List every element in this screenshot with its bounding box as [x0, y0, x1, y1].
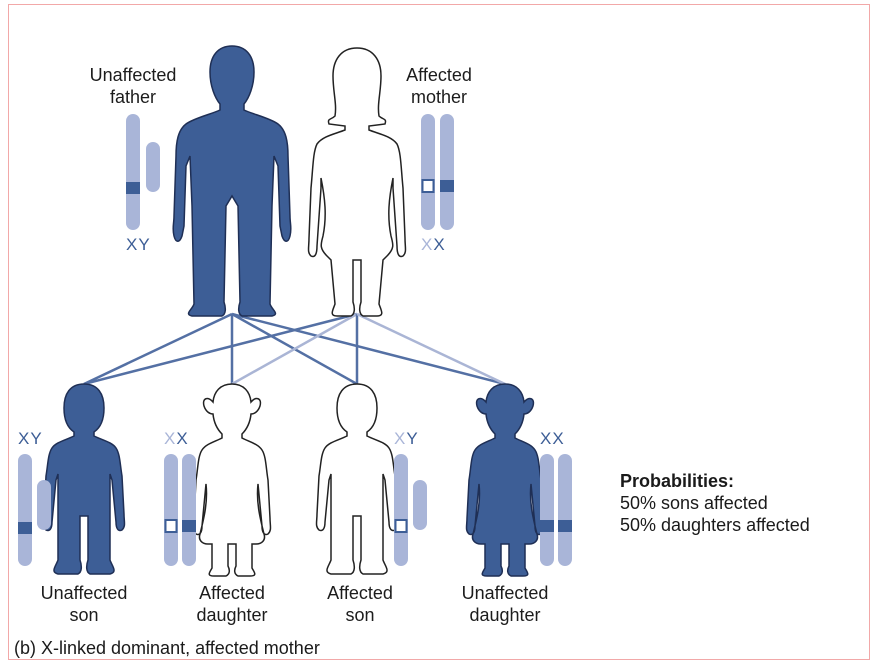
father-figure	[172, 45, 292, 317]
line-father-daughter2	[231, 312, 506, 386]
child1-c2-letter: Y	[30, 429, 43, 448]
father-x-letter: X	[126, 235, 139, 254]
mother-label-line2: mother	[410, 87, 468, 107]
child2-label-line1: Affected	[199, 583, 265, 603]
child2-chromosome-labels: XX	[164, 430, 189, 448]
mother-x1-letter: X	[421, 235, 434, 254]
child2-chromosomes	[164, 454, 196, 566]
mother-chromosome-labels: XX	[421, 236, 446, 254]
line-mother-son1	[83, 312, 358, 386]
line-mother-daughter1	[231, 312, 358, 386]
child1-c1-letter: X	[18, 429, 31, 448]
father-y-letter: Y	[138, 235, 151, 254]
child1-chromosome-labels: XY	[18, 430, 43, 448]
child1-label-line1: Unaffected	[40, 583, 128, 603]
father-label-line2: father	[109, 87, 157, 107]
line-father-son1	[83, 312, 233, 386]
mother-label-line1: Affected	[406, 65, 472, 85]
mother-chromosomes	[421, 114, 454, 230]
child2-c1-letter: X	[164, 429, 177, 448]
child1-label: Unaffected son	[29, 582, 139, 626]
figure-frame	[8, 4, 870, 660]
father-chromosome-labels: XY	[126, 236, 151, 254]
child3-son-figure	[315, 383, 399, 575]
child4-chromosome-labels: XX	[540, 430, 565, 448]
probabilities-heading: Probabilities:	[620, 471, 735, 491]
child4-daughter-figure	[465, 383, 545, 577]
father-label: Unaffected father	[78, 64, 188, 108]
child4-label-line1: Unaffected	[461, 583, 549, 603]
figure-caption: (b) X-linked dominant, affected mother	[14, 638, 320, 658]
child3-label: Affected son	[305, 582, 415, 626]
child2-daughter-figure	[192, 383, 272, 577]
child3-c2-letter: Y	[406, 429, 419, 448]
child2-c2-letter: X	[176, 429, 189, 448]
inheritance-lines	[83, 312, 506, 386]
child1-chromosomes	[18, 454, 51, 566]
child1-son-figure	[42, 383, 126, 575]
child4-label-line2: daughter	[469, 605, 541, 625]
child2-label: Affected daughter	[177, 582, 287, 626]
child3-label-line1: Affected	[327, 583, 393, 603]
child3-chromosomes	[394, 454, 427, 566]
probabilities-daughters: 50% daughters affected	[620, 515, 810, 535]
father-chromosomes	[126, 114, 160, 230]
child3-c1-letter: X	[394, 429, 407, 448]
probabilities-box: Probabilities: 50% sons affected 50% dau…	[620, 470, 810, 536]
child1-label-line2: son	[69, 605, 99, 625]
child3-chromosome-labels: XY	[394, 430, 419, 448]
mother-label: Affected mother	[384, 64, 494, 108]
child4-chromosomes	[540, 454, 572, 566]
child2-label-line2: daughter	[196, 605, 268, 625]
line-mother-daughter2	[356, 312, 506, 386]
father-label-line1: Unaffected	[89, 65, 177, 85]
child3-label-line2: son	[345, 605, 375, 625]
child4-c1-letter: X	[540, 429, 553, 448]
child4-label: Unaffected daughter	[450, 582, 560, 626]
probabilities-sons: 50% sons affected	[620, 493, 768, 513]
mother-x2-letter: X	[433, 235, 446, 254]
child4-c2-letter: X	[552, 429, 565, 448]
